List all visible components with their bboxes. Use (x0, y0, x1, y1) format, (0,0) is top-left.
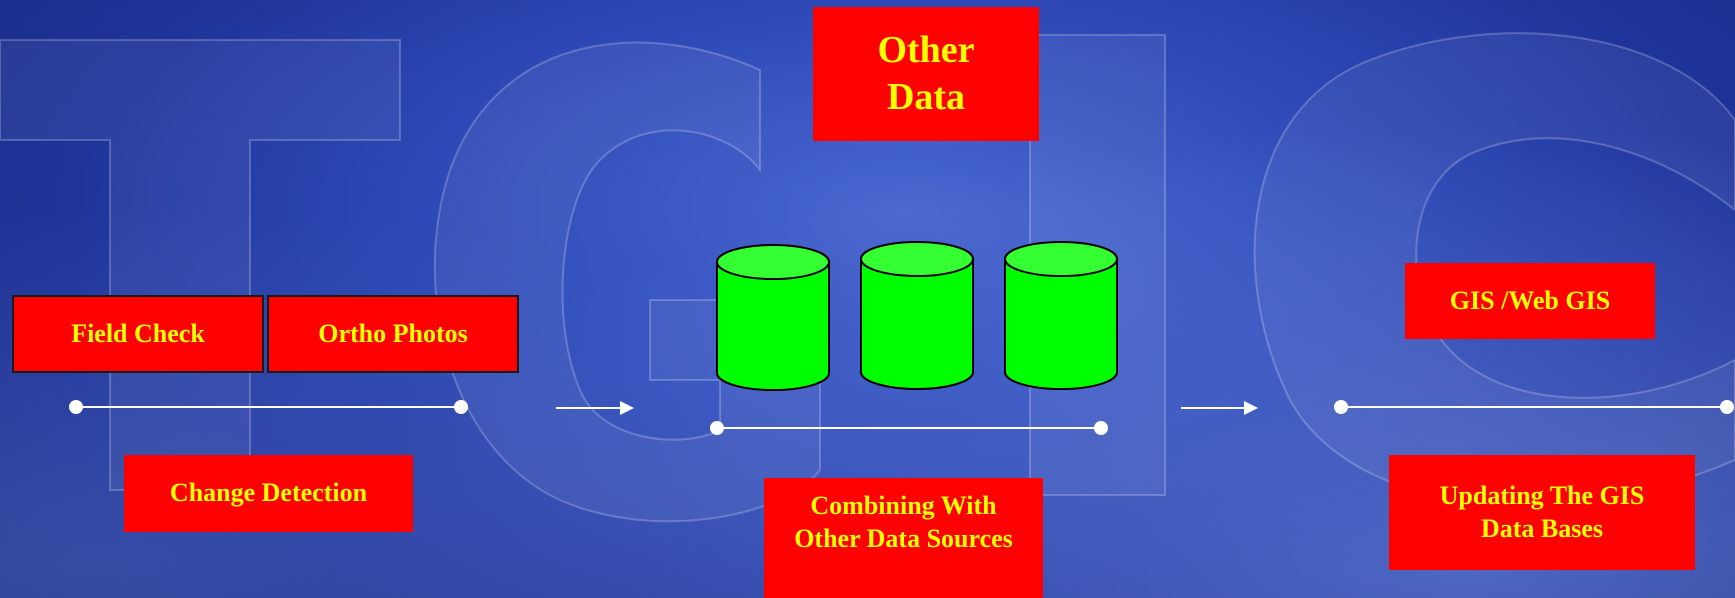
database-icon (1004, 241, 1118, 390)
arrow-right-icon (556, 401, 634, 415)
updating-label: Updating The GIS Data Bases (1439, 481, 1645, 543)
left-connector-line (69, 400, 468, 414)
combining-label: Combining With Other Data Sources (794, 491, 1013, 553)
field-check-box: Field Check (12, 295, 264, 373)
change-detection-box: Change Detection (124, 455, 413, 532)
ortho-photos-box: Ortho Photos (267, 295, 519, 373)
change-detection-label: Change Detection (169, 478, 368, 508)
field-check-label: Field Check (71, 318, 205, 348)
updating-box: Updating The GIS Data Bases (1389, 455, 1695, 570)
database-icon (860, 241, 974, 390)
right-connector-line (1334, 400, 1734, 414)
arrow-right-icon (1181, 401, 1258, 415)
middle-connector-line (710, 421, 1108, 435)
gis-web-gis-box: GIS /Web GIS (1405, 263, 1655, 339)
combining-box: Combining With Other Data Sources (764, 478, 1043, 598)
other-data-box: Other Data (813, 7, 1039, 141)
other-data-label: Other Data (877, 28, 975, 119)
database-icon (716, 244, 830, 391)
gis-web-gis-label: GIS /Web GIS (1449, 285, 1611, 315)
ortho-photos-label: Ortho Photos (318, 318, 468, 348)
